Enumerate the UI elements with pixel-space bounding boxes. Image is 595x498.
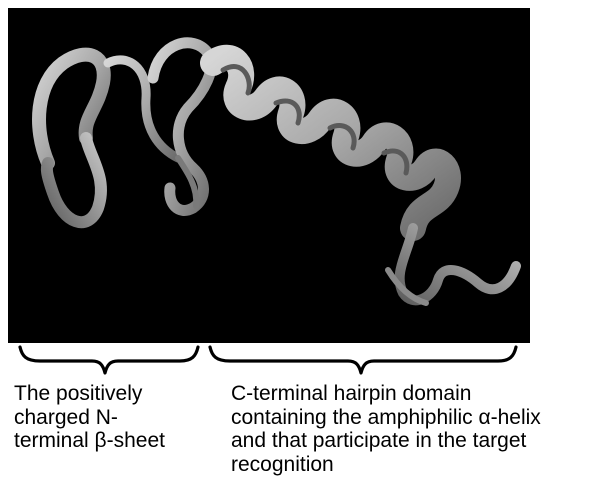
- protein-ribbon-render: [8, 8, 530, 343]
- c-terminal-label: C-terminal hairpin domain containing the…: [231, 382, 591, 476]
- left-brace: [20, 347, 198, 373]
- annotation-braces: [0, 344, 595, 378]
- n-terminal-label: The positively charged N- terminal β-she…: [14, 382, 209, 453]
- right-brace: [210, 347, 516, 373]
- c-terminal-tail: [388, 228, 516, 303]
- protein-ribbon-svg: [8, 8, 530, 343]
- c-terminal-alpha-helix: [213, 58, 448, 228]
